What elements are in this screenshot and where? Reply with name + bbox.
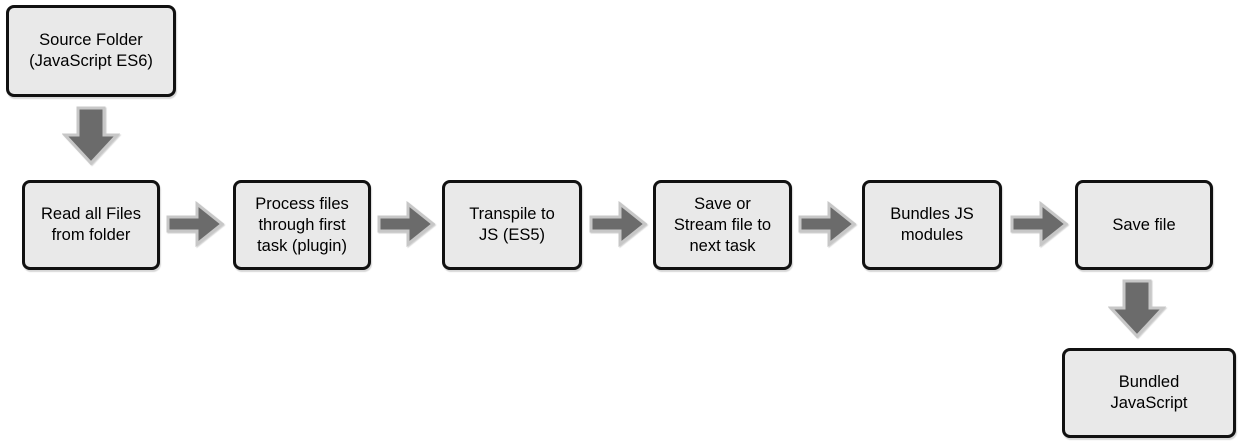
node-save-file-label: Save file: [1112, 215, 1176, 234]
node-bundled-js-label: Bundled JavaScript: [1110, 373, 1188, 412]
node-bundle-modules: Bundles JS modules: [862, 180, 1002, 270]
arrow-right-icon: [589, 201, 647, 247]
node-process-files: Process files through first task (plugin…: [233, 180, 371, 270]
node-process-files-label: Process files through first task (plugin…: [255, 194, 349, 255]
node-read-files-label: Read all Files from folder: [41, 205, 141, 244]
node-bundled-js: Bundled JavaScript: [1062, 348, 1236, 438]
arrow-down-icon: [62, 106, 120, 166]
node-transpile: Transpile to JS (ES5): [442, 180, 582, 270]
node-bundle-modules-label: Bundles JS modules: [890, 205, 974, 244]
arrow-right-icon: [166, 201, 224, 247]
node-transpile-label: Transpile to JS (ES5): [469, 205, 555, 244]
node-save-file: Save file: [1075, 180, 1213, 270]
arrow-right-icon: [377, 201, 435, 247]
arrow-right-icon: [798, 201, 856, 247]
node-save-or-stream: Save or Stream file to next task: [653, 180, 792, 270]
arrow-right-icon: [1010, 201, 1068, 247]
node-read-files: Read all Files from folder: [22, 180, 160, 270]
node-source-folder-label: Source Folder (JavaScript ES6): [29, 31, 153, 70]
node-save-or-stream-label: Save or Stream file to next task: [673, 194, 772, 255]
node-source-folder: Source Folder (JavaScript ES6): [6, 5, 176, 97]
arrow-down-icon: [1108, 279, 1166, 339]
